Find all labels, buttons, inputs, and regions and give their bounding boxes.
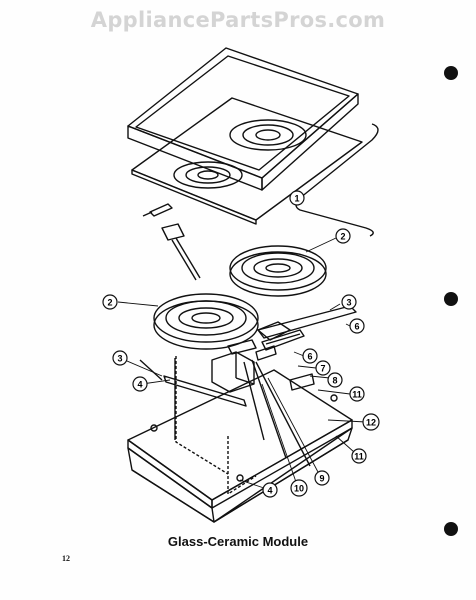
svg-text:6: 6 <box>354 322 359 332</box>
callout-labels: 1 2 2 3 3 4 4 6 6 7 8 9 10 11 11 12 <box>102 190 380 498</box>
svg-text:6: 6 <box>307 352 312 362</box>
base-pan <box>127 356 353 523</box>
svg-text:2: 2 <box>340 232 345 242</box>
control-housing <box>211 351 315 393</box>
svg-text:1: 1 <box>294 194 299 204</box>
leader-lines <box>117 195 367 489</box>
callout-4: 4 <box>262 482 278 498</box>
svg-text:4: 4 <box>267 486 272 496</box>
svg-text:10: 10 <box>294 484 304 494</box>
svg-text:9: 9 <box>319 474 324 484</box>
svg-text:3: 3 <box>346 298 351 308</box>
callout-11: 11 <box>351 448 367 464</box>
callout-4: 4 <box>132 376 148 392</box>
svg-text:11: 11 <box>352 390 362 400</box>
svg-text:3: 3 <box>117 354 122 364</box>
binder-hole <box>444 522 458 536</box>
svg-text:11: 11 <box>354 452 364 462</box>
sensor-probe <box>161 223 201 281</box>
callout-6: 6 <box>349 318 365 334</box>
callout-1: 1 <box>289 190 305 206</box>
callout-6: 6 <box>302 348 318 364</box>
callout-12: 12 <box>362 413 380 431</box>
diagram-caption: Glass-Ceramic Module <box>167 534 309 549</box>
svg-text:2: 2 <box>107 298 112 308</box>
callout-3: 3 <box>112 350 128 366</box>
support-bracket-left <box>139 358 247 440</box>
callout-11: 11 <box>349 386 365 402</box>
svg-text:4: 4 <box>137 380 142 390</box>
callout-8: 8 <box>327 372 343 388</box>
glass-cooktop-panel <box>127 47 379 237</box>
svg-text:12: 12 <box>366 418 376 428</box>
svg-text:8: 8 <box>332 376 337 386</box>
watermark: AppliancePartsPros.com <box>90 8 386 32</box>
binder-hole <box>444 66 458 80</box>
support-bracket-right <box>227 305 357 361</box>
page-number: 12 <box>62 554 70 563</box>
callout-3: 3 <box>341 294 357 310</box>
callout-2: 2 <box>335 228 351 244</box>
heating-element-left <box>153 293 259 350</box>
clip <box>142 203 173 217</box>
heating-element-right <box>229 245 327 297</box>
callout-7: 7 <box>315 360 331 376</box>
callout-9: 9 <box>314 470 330 486</box>
callout-10: 10 <box>290 479 308 497</box>
callout-2: 2 <box>102 294 118 310</box>
binder-hole <box>444 292 458 306</box>
svg-text:7: 7 <box>320 364 325 374</box>
